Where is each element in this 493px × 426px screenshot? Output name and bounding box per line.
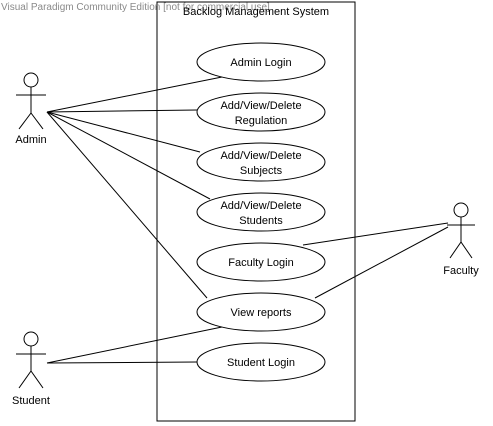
use-case-shape (196, 42, 326, 82)
use-case-add-view-delete-subjects: Add/View/Delete Subjects (196, 142, 326, 182)
actor-label: Student (12, 395, 50, 407)
use-case-add-view-delete-students: Add/View/Delete Students (196, 192, 326, 232)
association-admin-view-reports (46, 111, 208, 299)
actor-label: Faculty (443, 265, 479, 277)
actor-student: Student (12, 331, 50, 407)
stick-figure-icon (16, 72, 46, 130)
use-case-shape (196, 92, 326, 132)
use-case-label: Admin Login (230, 57, 291, 69)
association-admin-admin-login (46, 76, 223, 113)
use-case-label: View reports (231, 307, 292, 319)
associations (46, 76, 449, 364)
stick-figure-icon (447, 202, 475, 259)
association-admin-subjects (46, 111, 201, 153)
association-admin-regulation (46, 109, 198, 113)
use-case-label-line-2: Subjects (240, 165, 283, 177)
watermark-text: Visual Paradigm Community Edition [not f… (1, 2, 270, 13)
use-case-shape (196, 242, 326, 282)
association-student-student-login (46, 361, 198, 364)
use-case-label-line-2: Students (239, 215, 283, 227)
use-case-shape (196, 142, 326, 182)
actor-admin: Admin (15, 72, 47, 146)
association-faculty-view-reports (314, 226, 449, 299)
stick-figure-icon (16, 331, 46, 389)
use-case-student-login: Student Login (196, 342, 326, 382)
use-case-shape (196, 192, 326, 232)
use-case-label: Student Login (227, 357, 295, 369)
actor-label: Admin (15, 134, 46, 146)
association-admin-students (46, 111, 211, 200)
association-faculty-faculty-login (302, 222, 449, 246)
association-student-view-reports (46, 326, 223, 364)
system-title: Backlog Management System (183, 6, 329, 18)
use-case-label-line-1: Add/View/Delete (220, 200, 301, 212)
use-case-shape (196, 292, 326, 332)
use-case-label: Faculty Login (228, 257, 293, 269)
use-case-faculty-login: Faculty Login (196, 242, 326, 282)
use-case-view-reports: View reports (196, 292, 326, 332)
use-case-add-view-delete-regulation: Add/View/Delete Regulation (196, 92, 326, 132)
actor-faculty: Faculty (443, 202, 479, 277)
use-case-admin-login: Admin Login (196, 42, 326, 82)
use-case-shape (196, 342, 326, 382)
use-case-label-line-1: Add/View/Delete (220, 100, 301, 112)
use-case-label-line-1: Add/View/Delete (220, 150, 301, 162)
use-case-label-line-2: Regulation (235, 115, 288, 127)
